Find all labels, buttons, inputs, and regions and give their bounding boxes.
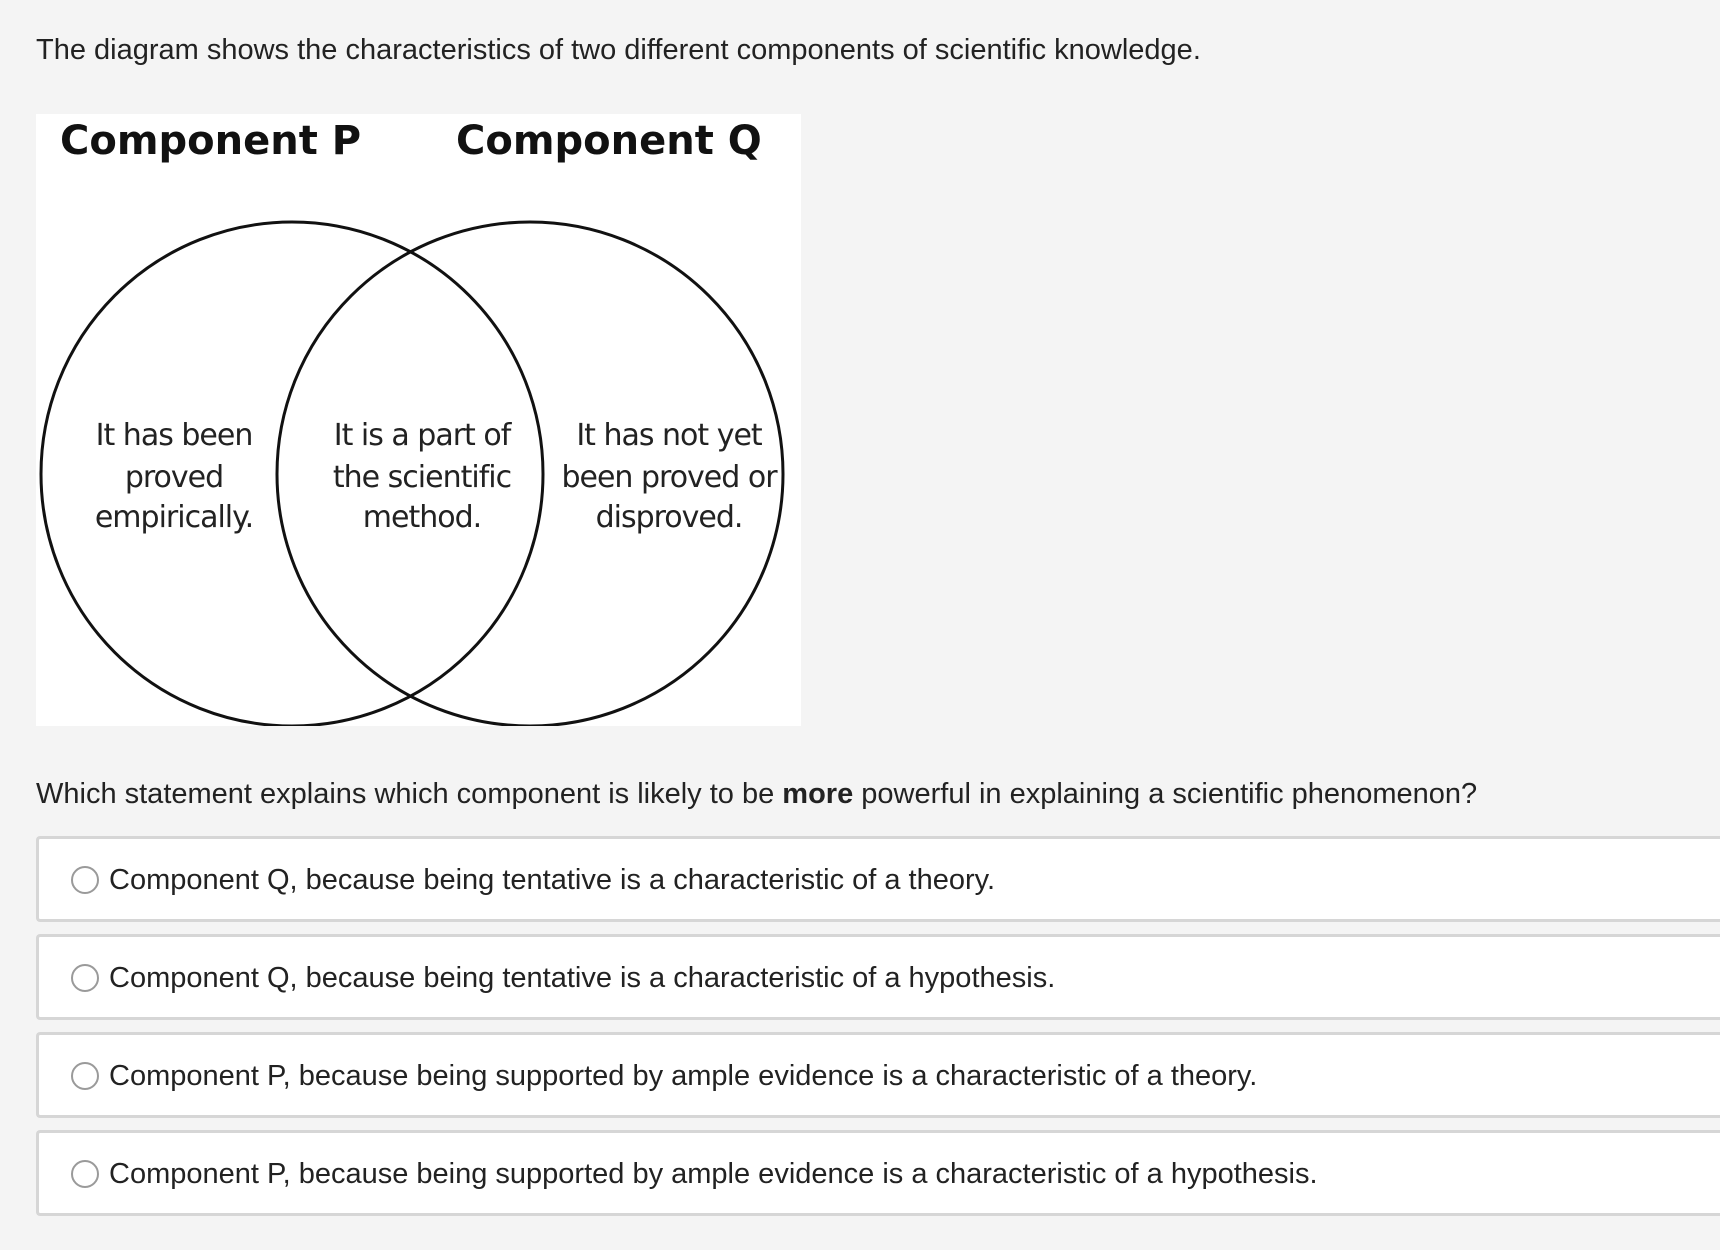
venn-svg: Component P Component Q It has been prov… — [39, 118, 785, 726]
venn-diagram: Component P Component Q It has been prov… — [36, 114, 801, 726]
question-before: Which statement explains which component… — [36, 778, 783, 810]
component-p-line: It has been — [96, 418, 253, 453]
component-q-line: disproved. — [596, 500, 743, 535]
overlap-text: It is a part of the scientific method. — [333, 418, 514, 535]
component-p-line: empirically. — [95, 500, 253, 535]
overlap-line: It is a part of — [334, 418, 513, 453]
radio-button[interactable] — [71, 964, 99, 992]
radio-button[interactable] — [71, 866, 99, 894]
component-p-line: proved — [125, 460, 223, 495]
component-p-text: It has been proved empirically. — [95, 418, 254, 535]
radio-button[interactable] — [71, 1160, 99, 1188]
question-after: powerful in explaining a scientific phen… — [853, 778, 1478, 810]
answer-choice-4[interactable]: Component P, because being supported by … — [36, 1130, 1720, 1216]
answer-choices: Component Q, because being tentative is … — [36, 836, 1720, 1228]
overlap-line: the scientific — [333, 460, 511, 495]
component-q-circle — [275, 220, 785, 726]
answer-choice-1[interactable]: Component Q, because being tentative is … — [36, 836, 1720, 922]
component-q-title: Component Q — [456, 118, 762, 164]
component-q-text: It has not yet been proved or disproved. — [561, 418, 779, 535]
component-q-line: been proved or — [561, 460, 778, 495]
intro-text: The diagram shows the characteristics of… — [36, 34, 1201, 66]
component-q-line: It has not yet — [576, 418, 763, 453]
answer-choice-label: Component P, because being supported by … — [109, 1060, 1258, 1092]
answer-choice-label: Component Q, because being tentative is … — [109, 962, 1056, 994]
question-text: Which statement explains which component… — [36, 774, 1477, 814]
answer-choice-label: Component Q, because being tentative is … — [109, 864, 996, 896]
radio-button[interactable] — [71, 1062, 99, 1090]
answer-choice-3[interactable]: Component P, because being supported by … — [36, 1032, 1720, 1118]
component-p-title: Component P — [60, 118, 361, 164]
answer-choice-2[interactable]: Component Q, because being tentative is … — [36, 934, 1720, 1020]
question-emphasis: more — [782, 778, 854, 810]
component-p-circle — [39, 220, 545, 726]
answer-choice-label: Component P, because being supported by … — [109, 1158, 1318, 1190]
overlap-line: method. — [363, 500, 481, 535]
